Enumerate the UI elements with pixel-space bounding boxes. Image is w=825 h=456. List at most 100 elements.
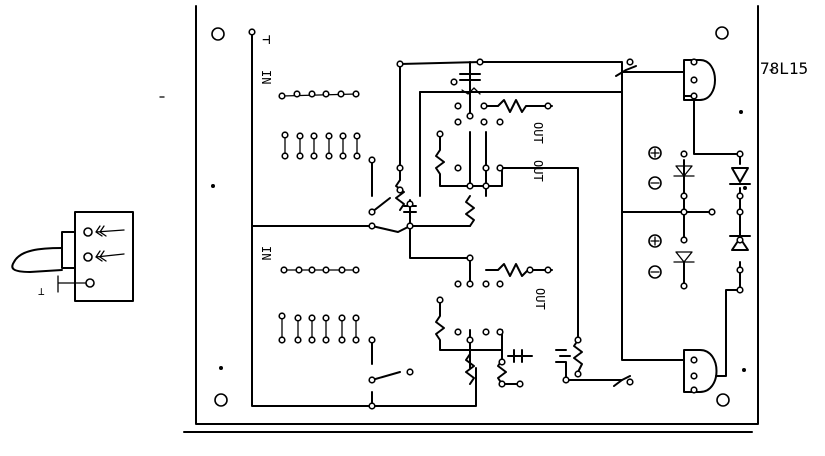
- solder-pad: [325, 132, 333, 140]
- regulator-top: [683, 59, 716, 101]
- solder-pad: [680, 282, 688, 290]
- mounting-hole: [715, 26, 729, 40]
- zener-symbol: [673, 165, 695, 177]
- switch-top: [371, 159, 391, 213]
- solder-pad: [454, 118, 462, 126]
- solder-pad: [368, 156, 376, 164]
- input-label-top: IN: [259, 70, 273, 84]
- resistor-bottom-2: [465, 353, 475, 385]
- capacitor-top: [459, 61, 481, 117]
- solder-pad: [466, 182, 474, 190]
- solder-pad: [278, 336, 286, 344]
- solder-pad: [248, 28, 256, 36]
- capacitor-bottom-2: [555, 349, 623, 381]
- mounting-hole: [716, 393, 730, 407]
- connector-body: [74, 211, 134, 302]
- solder-pad: [690, 386, 698, 394]
- solder-pad: [626, 378, 634, 386]
- solder-pad: [482, 182, 490, 190]
- solder-pad: [454, 328, 462, 336]
- marker-dot: [211, 184, 215, 188]
- center-rail: [621, 91, 713, 361]
- solder-pad: [466, 112, 474, 120]
- solder-pad: [406, 222, 414, 230]
- solder-pad: [544, 102, 552, 110]
- solder-pad: [352, 266, 360, 274]
- resistor-output: [573, 339, 583, 373]
- top-rail: [399, 61, 685, 181]
- solder-pad: [454, 164, 462, 172]
- solder-pad: [680, 192, 688, 200]
- solder-pad: [281, 131, 289, 139]
- solder-pad: [736, 192, 744, 200]
- solder-pad: [322, 90, 330, 98]
- capacitor-bottom: [507, 349, 533, 363]
- diode-symbol: [729, 235, 751, 251]
- solder-pad: [436, 130, 444, 138]
- solder-pad: [293, 90, 301, 98]
- resistor-top-2: [483, 99, 553, 113]
- solder-pad: [450, 78, 458, 86]
- solder-pad: [294, 336, 302, 344]
- solder-pad: [680, 208, 688, 216]
- solder-pad: [322, 314, 330, 322]
- connector-pin-2: [83, 252, 93, 262]
- solder-pad: [498, 380, 506, 388]
- diode-symbol: [729, 167, 751, 185]
- solder-pad: [308, 314, 316, 322]
- solder-pad: [338, 314, 346, 322]
- solder-pad: [476, 58, 484, 66]
- solder-pad: [368, 376, 376, 384]
- solder-pad: [526, 266, 534, 274]
- solder-pad: [353, 152, 361, 160]
- solder-pad: [498, 358, 506, 366]
- lower-lead: [409, 229, 471, 285]
- solder-pad: [466, 336, 474, 344]
- solder-pad: [516, 380, 524, 388]
- solder-pad: [396, 164, 404, 172]
- solder-pad: [544, 266, 552, 274]
- arrow-icon: [95, 250, 125, 262]
- solder-pad: [296, 152, 304, 160]
- solder-pad: [295, 266, 303, 274]
- solder-pad: [736, 286, 744, 294]
- solder-pad: [496, 280, 504, 288]
- solder-pad: [454, 102, 462, 110]
- connector-tab: [61, 231, 76, 269]
- resistor-left: [395, 179, 405, 211]
- solder-pad: [454, 280, 462, 288]
- solder-pad: [310, 132, 318, 140]
- solder-pad: [308, 90, 316, 98]
- output-label-top-2: OUT: [531, 160, 545, 182]
- solder-pad: [322, 336, 330, 344]
- ground-label: ⊣: [262, 32, 270, 48]
- plus-sign: [650, 236, 660, 246]
- marker-dot: [743, 186, 747, 190]
- reg-output-lead: [683, 95, 741, 165]
- solder-pad: [406, 368, 414, 376]
- wiring: [251, 31, 751, 407]
- solder-pad: [466, 254, 474, 262]
- solder-pad: [496, 118, 504, 126]
- board-outline: [183, 5, 759, 433]
- switch-bottom: [371, 339, 401, 381]
- side-connector: ⊥: [11, 211, 134, 302]
- pad-trace: [281, 93, 357, 97]
- solder-pad: [396, 60, 404, 68]
- solder-pad: [396, 186, 404, 194]
- solder-pad: [338, 336, 346, 344]
- mounting-hole: [214, 393, 228, 407]
- output-label-bottom: OUT: [533, 288, 547, 310]
- solder-pad: [574, 370, 582, 378]
- regulator-bottom: [683, 349, 718, 393]
- solder-pad: [338, 266, 346, 274]
- solder-pad: [322, 266, 330, 274]
- solder-pad: [736, 208, 744, 216]
- lower-signal-path: [435, 299, 503, 369]
- solder-pad: [496, 164, 504, 172]
- marker-dot: [219, 366, 223, 370]
- solder-pad: [708, 208, 716, 216]
- solder-pad: [325, 152, 333, 160]
- solder-pad: [736, 266, 744, 274]
